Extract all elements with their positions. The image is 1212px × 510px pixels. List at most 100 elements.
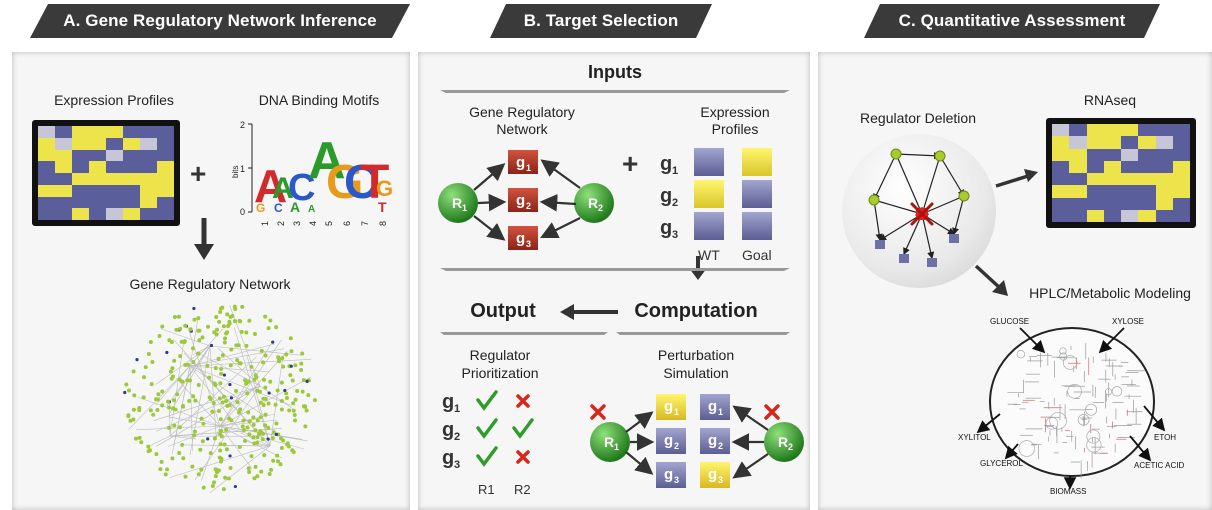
pathway-cycle bbox=[1077, 414, 1090, 426]
heatmap-cell bbox=[106, 173, 123, 185]
heatmap-cell bbox=[1052, 136, 1070, 149]
network-node bbox=[291, 408, 296, 413]
network-node bbox=[271, 340, 275, 344]
network-node bbox=[228, 382, 232, 387]
perturb-arrow bbox=[732, 453, 769, 479]
perturb-gene-sub: 1 bbox=[718, 407, 723, 417]
network-node bbox=[270, 436, 275, 441]
heatmap-cell bbox=[123, 149, 140, 162]
network-node bbox=[217, 396, 222, 401]
tab-b: B. Target Selection bbox=[490, 4, 712, 38]
heatmap-cell bbox=[140, 137, 157, 150]
network-node bbox=[185, 378, 190, 383]
heatmap-cell bbox=[1138, 197, 1156, 210]
network-node bbox=[196, 351, 201, 356]
network-node bbox=[209, 343, 214, 348]
logo-y-tick-0: 0 bbox=[240, 207, 245, 217]
logo-pos-8: 8 bbox=[378, 221, 388, 226]
heatmap-cell bbox=[123, 208, 140, 220]
network-node bbox=[233, 319, 238, 324]
logo-letter-1: A bbox=[254, 160, 287, 212]
heatmap-cell bbox=[89, 208, 106, 220]
heatmap-cell bbox=[1086, 160, 1104, 173]
heatmap-cell bbox=[1086, 124, 1104, 137]
network-node bbox=[201, 485, 206, 490]
network-edge bbox=[189, 365, 269, 373]
network-edge bbox=[219, 425, 283, 459]
network-node bbox=[266, 437, 270, 441]
logo-pos-6: 6 bbox=[342, 221, 352, 226]
heatmap-cell bbox=[1172, 209, 1190, 222]
network-node bbox=[237, 318, 242, 323]
network-node bbox=[295, 389, 300, 394]
network-node bbox=[255, 435, 260, 440]
network-node bbox=[291, 450, 296, 455]
plus-sign-b: + bbox=[622, 148, 639, 179]
network-node bbox=[258, 415, 263, 420]
perturb-gene-sub: 3 bbox=[674, 475, 679, 485]
network-node bbox=[213, 467, 218, 472]
network-node bbox=[143, 365, 148, 370]
heatmap-cell bbox=[1172, 136, 1190, 149]
network-node bbox=[201, 421, 206, 426]
network-node bbox=[266, 425, 271, 430]
logo-small-2: C bbox=[274, 201, 283, 215]
network-node bbox=[141, 375, 146, 380]
deletion-node bbox=[868, 194, 880, 206]
network-node bbox=[191, 394, 196, 399]
heatmap-cell bbox=[1138, 124, 1156, 137]
expr-gene-sub: 2 bbox=[672, 197, 678, 209]
heatmap-cell bbox=[72, 208, 89, 220]
heatmap-cell bbox=[1155, 209, 1173, 222]
network-node bbox=[247, 432, 252, 437]
deletion-cross-icon bbox=[910, 202, 934, 226]
tab-a-label: A. Gene Regulatory Network Inference bbox=[63, 11, 377, 30]
heatmap-cell bbox=[123, 161, 140, 173]
network-node bbox=[178, 326, 183, 331]
perturb-gene-sub: 1 bbox=[674, 407, 679, 417]
network-node bbox=[263, 396, 268, 401]
network-edge bbox=[189, 348, 285, 367]
pathway-cycle bbox=[1018, 440, 1036, 457]
grn-label-b-text: Gene Regulatory Network bbox=[469, 104, 575, 137]
network-edge bbox=[259, 385, 295, 411]
network-node bbox=[281, 364, 286, 369]
heatmap-cell bbox=[38, 137, 55, 150]
target-gene-box bbox=[899, 254, 909, 263]
perturb-arrow bbox=[625, 451, 654, 475]
network-node bbox=[241, 428, 246, 433]
regulation-arrow bbox=[477, 193, 507, 212]
tab-c-label: C. Quantitative Assessment bbox=[898, 11, 1126, 30]
network-node bbox=[219, 306, 224, 311]
network-node bbox=[226, 323, 231, 328]
heatmap-cell bbox=[1086, 209, 1104, 222]
network-node bbox=[131, 369, 136, 374]
heatmap-cell bbox=[1121, 148, 1139, 161]
network-node bbox=[225, 312, 230, 317]
logo-axis-label: bits bbox=[231, 166, 240, 178]
perturb-regulator-r2 bbox=[764, 422, 804, 462]
network-node bbox=[165, 467, 170, 472]
heatmap-cell bbox=[1155, 148, 1173, 161]
heatmap-cell bbox=[106, 126, 123, 138]
network-node bbox=[224, 427, 229, 432]
logo-pos-2: 2 bbox=[276, 221, 286, 226]
heatmap-cell bbox=[89, 161, 106, 173]
network-edge bbox=[155, 365, 191, 406]
heatmap-cell bbox=[1172, 185, 1190, 198]
heatmap-cell bbox=[1155, 197, 1173, 210]
network-node bbox=[283, 388, 287, 393]
network-node bbox=[273, 402, 278, 407]
network-node bbox=[266, 326, 271, 331]
heatmap-cell bbox=[1086, 148, 1104, 161]
network-node bbox=[218, 442, 223, 447]
regulation-arrow bbox=[473, 163, 506, 191]
heatmap-cell bbox=[1052, 160, 1070, 173]
network-node bbox=[237, 410, 242, 415]
heatmap-cell bbox=[1155, 160, 1173, 173]
heatmap-cell bbox=[1052, 209, 1070, 222]
network-node bbox=[293, 397, 298, 402]
heatmap-cell bbox=[140, 184, 157, 197]
network-node bbox=[216, 356, 221, 361]
regulation-arrow bbox=[540, 217, 581, 238]
